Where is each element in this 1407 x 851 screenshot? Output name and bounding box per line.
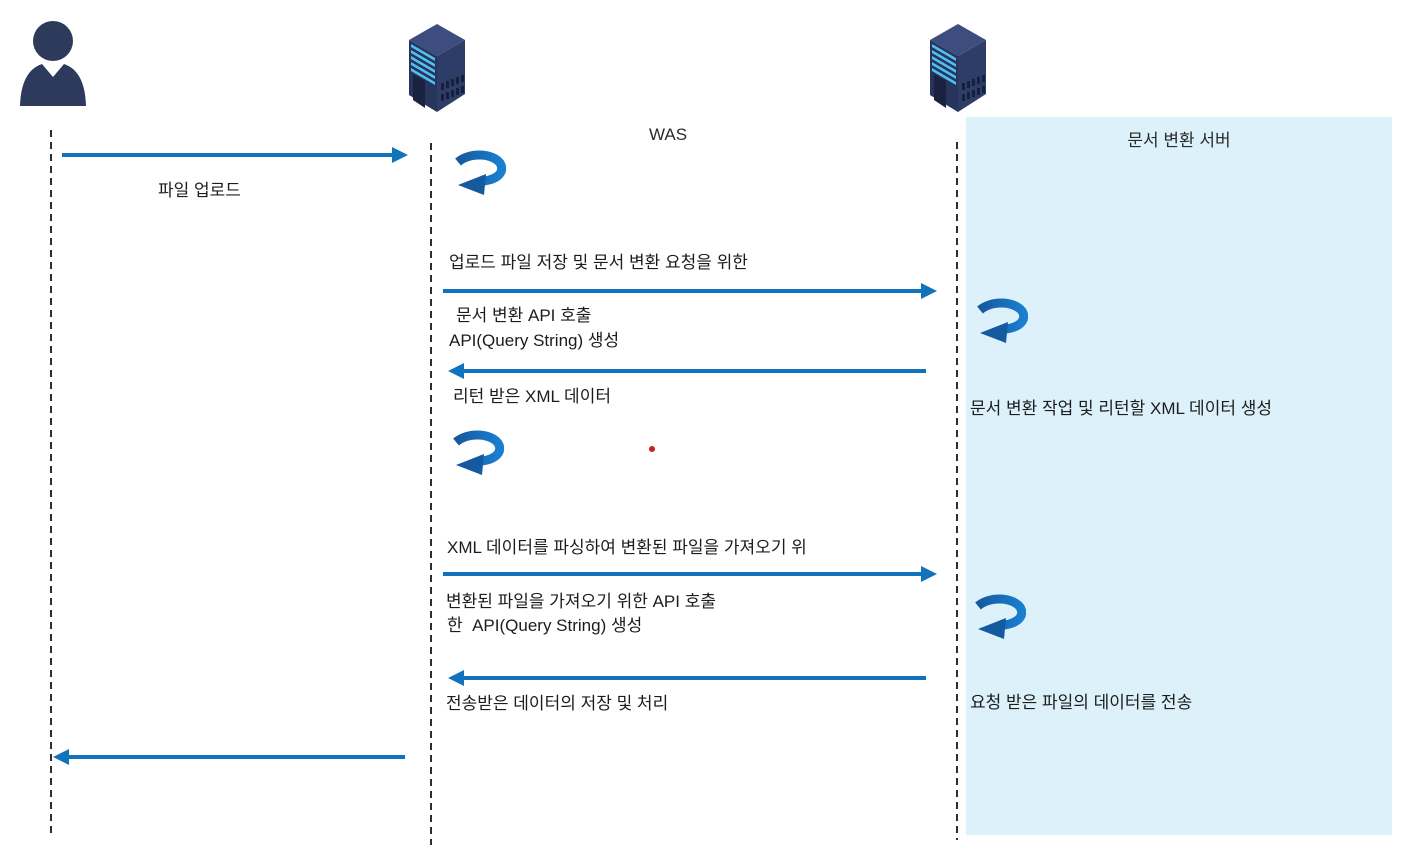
arrow-store-received-data — [448, 670, 926, 686]
server-icon — [925, 21, 991, 118]
doc-server-title: 문서 변환 서버 — [1127, 131, 1231, 150]
was-lifeline — [430, 143, 432, 845]
message-label: 변환된 파일을 가져오기 위한 API 호출 — [446, 592, 716, 611]
message-label: 리턴 받은 XML 데이터 — [453, 387, 611, 406]
loop-arrow-icon — [972, 298, 1029, 344]
note-line: 요청 받은 파일의 데이터를 전송 — [970, 693, 1193, 712]
self-note: XML 데이터를 파싱하여 변환된 파일을 가져오기 위 한 API(Query… — [447, 483, 807, 691]
doc-server-panel — [966, 117, 1392, 835]
arrow-response-to-user — [53, 749, 405, 765]
message-label: 파일 업로드 — [158, 181, 241, 200]
note-line: XML 데이터를 파싱하여 변환된 파일을 가져오기 위 — [447, 538, 807, 557]
server-icon — [404, 21, 470, 118]
red-dot-marker — [649, 446, 655, 452]
note-line: API(Query String) 생성 — [449, 331, 620, 350]
arrow-fetch-file-api-call — [443, 566, 937, 582]
note-line: 한 API(Query String) 생성 — [447, 616, 643, 635]
self-note: 요청 받은 파일의 데이터를 전송 — [970, 638, 1192, 768]
doc-server-lifeline — [956, 142, 958, 840]
message-label: 문서 변환 API 호출 — [456, 306, 592, 325]
arrow-file-upload — [62, 147, 408, 163]
message-label: 전송받은 데이터의 저장 및 처리 — [446, 694, 669, 713]
user-lifeline — [50, 130, 52, 838]
loop-arrow-icon — [448, 430, 505, 476]
note-line: 업로드 파일 저장 및 문서 변환 요청을 위한 — [449, 253, 748, 272]
self-note: 업로드 파일 저장 및 문서 변환 요청을 위한 API(Query Strin… — [449, 198, 748, 406]
was-title: WAS — [648, 125, 688, 144]
arrow-returned-xml — [448, 363, 926, 379]
loop-arrow-icon — [450, 150, 507, 196]
arrow-convert-api-call — [443, 283, 937, 299]
loop-arrow-icon — [970, 594, 1027, 640]
self-note: 문서 변환 작업 및 리턴할 XML 데이터 생성 — [970, 344, 1272, 474]
note-line: 문서 변환 작업 및 리턴할 XML 데이터 생성 — [970, 399, 1272, 418]
person-icon — [17, 20, 90, 111]
